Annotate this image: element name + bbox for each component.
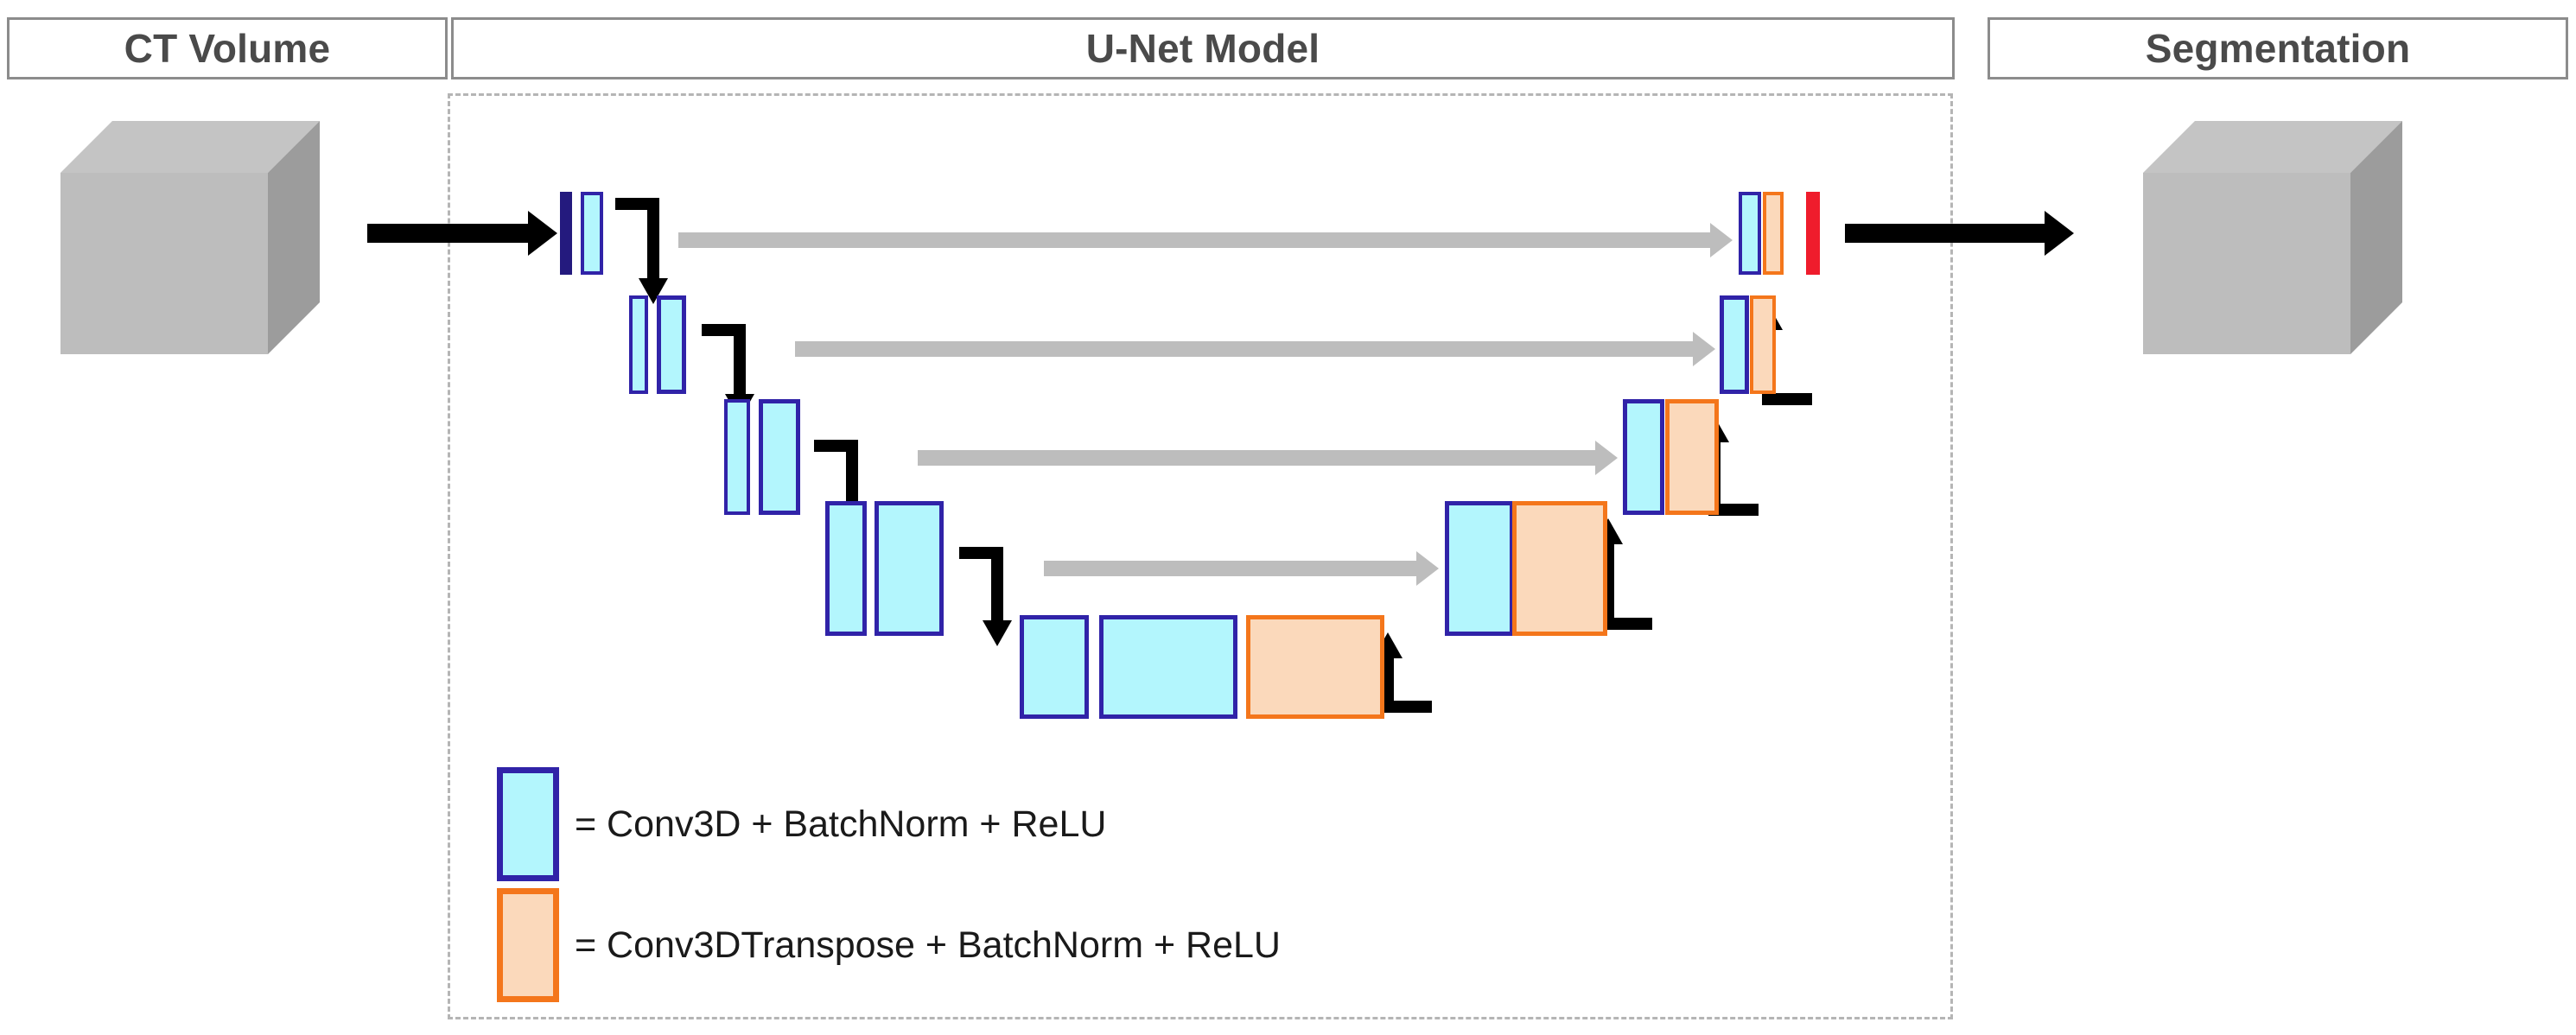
conv3d-block-l1-encoder	[581, 192, 603, 275]
cube-top-face	[60, 121, 320, 173]
conv3d-block-l4-decoder	[1445, 501, 1514, 636]
conv3d-block-l4-encoder	[875, 501, 944, 636]
cube-front-face	[60, 173, 268, 354]
conv3dtranspose-block-l4-decoder	[1512, 501, 1607, 636]
cube-side-face	[268, 121, 320, 354]
conv3d-block-l2-decoder	[1720, 295, 1749, 394]
conv3d-block-l2-encoder	[629, 295, 648, 394]
header-segmentation-label: Segmentation	[2145, 26, 2411, 71]
conv3d-block-l2-encoder	[657, 295, 686, 394]
legend-item-conv3d: = Conv3D + BatchNorm + ReLU	[497, 767, 1106, 881]
unet-model-frame	[448, 93, 1953, 1019]
legend-swatch-conv3dtranspose	[497, 888, 559, 1002]
cube-top-face	[2143, 121, 2402, 173]
conv3dtranspose-block-l3-decoder	[1665, 399, 1719, 515]
legend-swatch-conv3d	[497, 767, 559, 881]
conv3dtranspose-block-l5-decoder	[1246, 615, 1384, 719]
ct-volume-cube	[60, 121, 320, 354]
conv3d-block-l4-encoder	[825, 501, 867, 636]
legend-label-conv3d: = Conv3D + BatchNorm + ReLU	[575, 803, 1107, 845]
conv3dtranspose-block-l1-decoder	[1763, 192, 1784, 275]
conv3d-block-l3-decoder	[1623, 399, 1664, 515]
conv3dtranspose-block-l2-decoder	[1750, 295, 1776, 394]
conv3d-block-l5-encoder	[1099, 615, 1237, 719]
header-ct-volume: CT Volume	[7, 17, 448, 79]
cube-side-face	[2350, 121, 2402, 354]
cube-front-face	[2143, 173, 2350, 354]
legend-item-conv3dtranspose: = Conv3DTranspose + BatchNorm + ReLU	[497, 888, 1281, 1002]
header-unet-model: U-Net Model	[451, 17, 1955, 79]
header-unet-model-label: U-Net Model	[1085, 26, 1320, 71]
conv3d-block-l3-encoder	[724, 399, 750, 515]
segmentation-cube	[2143, 121, 2402, 354]
conv3d-block-l5-encoder	[1020, 615, 1089, 719]
header-ct-volume-label: CT Volume	[124, 26, 331, 71]
conv3d-block-l3-encoder	[759, 399, 800, 515]
header-segmentation: Segmentation	[1988, 17, 2568, 79]
legend-label-conv3dtranspose: = Conv3DTranspose + BatchNorm + ReLU	[575, 924, 1281, 966]
input-conv-block-l1-encoder	[560, 192, 572, 275]
output-conv-block-l1-final	[1806, 192, 1820, 275]
conv3d-block-l1-decoder	[1739, 192, 1761, 275]
